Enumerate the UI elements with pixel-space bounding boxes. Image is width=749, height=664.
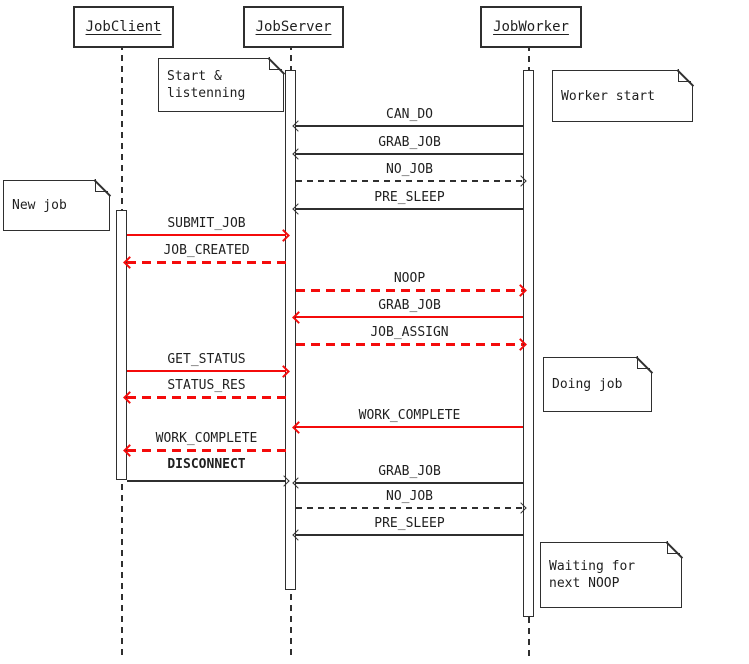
message-label: GRAB_JOB <box>378 298 441 313</box>
note-new-job-text: New job <box>12 198 67 213</box>
message-label: PRE_SLEEP <box>374 516 445 531</box>
message-line <box>296 288 523 292</box>
message-label: JOB_CREATED <box>163 243 250 258</box>
message-line <box>127 448 286 452</box>
message-label: NO_JOB <box>386 489 433 504</box>
note-fold-icon <box>636 356 653 373</box>
note-waiting-next-noop: Waiting for next NOOP <box>540 541 683 608</box>
activation-bar-jobclient <box>115 210 127 480</box>
actor-jobworker: JobWorker <box>480 6 582 48</box>
note-fold-icon <box>268 57 285 74</box>
message-label: STATUS_RES <box>167 378 246 393</box>
message-label: DISCONNECT <box>167 457 246 472</box>
message-line <box>296 426 523 428</box>
actor-jobserver-label: JobServer <box>255 19 332 35</box>
note-start-listening: Start & listenning <box>158 57 285 112</box>
note-start-listening-text: Start & listenning <box>167 69 246 101</box>
note-doing-job: Doing job <box>543 356 653 412</box>
message-label: WORK_COMPLETE <box>155 431 258 446</box>
message-line <box>296 534 523 536</box>
note-worker-start: Worker start <box>552 69 694 122</box>
message-line <box>296 153 523 155</box>
activation-bar-jobworker <box>523 70 534 617</box>
message-line <box>127 260 286 264</box>
note-fold-icon <box>94 179 111 196</box>
message-line <box>296 125 523 127</box>
note-waiting-next-noop-text: Waiting for next NOOP <box>549 559 636 591</box>
message-line <box>127 395 286 399</box>
message-line <box>296 342 523 346</box>
actor-jobclient-label: JobClient <box>85 19 162 35</box>
message-line <box>296 208 523 210</box>
note-fold-icon <box>677 69 694 86</box>
message-line <box>127 370 286 372</box>
message-label: SUBMIT_JOB <box>167 216 246 231</box>
actor-jobserver: JobServer <box>243 6 344 48</box>
note-doing-job-text: Doing job <box>552 377 623 392</box>
message-line <box>127 480 286 482</box>
note-new-job: New job <box>3 179 111 231</box>
actor-jobworker-label: JobWorker <box>493 19 569 35</box>
message-label: NO_JOB <box>386 162 433 177</box>
activation-bar-jobserver <box>285 70 296 590</box>
note-worker-start-text: Worker start <box>561 88 655 104</box>
message-line <box>296 316 523 318</box>
message-label: WORK_COMPLETE <box>358 408 461 423</box>
message-line <box>296 482 523 484</box>
message-label: GET_STATUS <box>167 352 246 367</box>
message-label: GRAB_JOB <box>378 464 441 479</box>
message-line <box>296 180 523 182</box>
message-line <box>296 507 523 509</box>
message-label: GRAB_JOB <box>378 135 441 150</box>
message-label: JOB_ASSIGN <box>370 325 449 340</box>
message-label: CAN_DO <box>386 107 433 122</box>
message-label: PRE_SLEEP <box>374 190 445 205</box>
message-line <box>127 234 286 236</box>
note-fold-icon <box>666 541 683 558</box>
message-label: NOOP <box>393 271 426 286</box>
actor-jobclient: JobClient <box>73 6 174 48</box>
